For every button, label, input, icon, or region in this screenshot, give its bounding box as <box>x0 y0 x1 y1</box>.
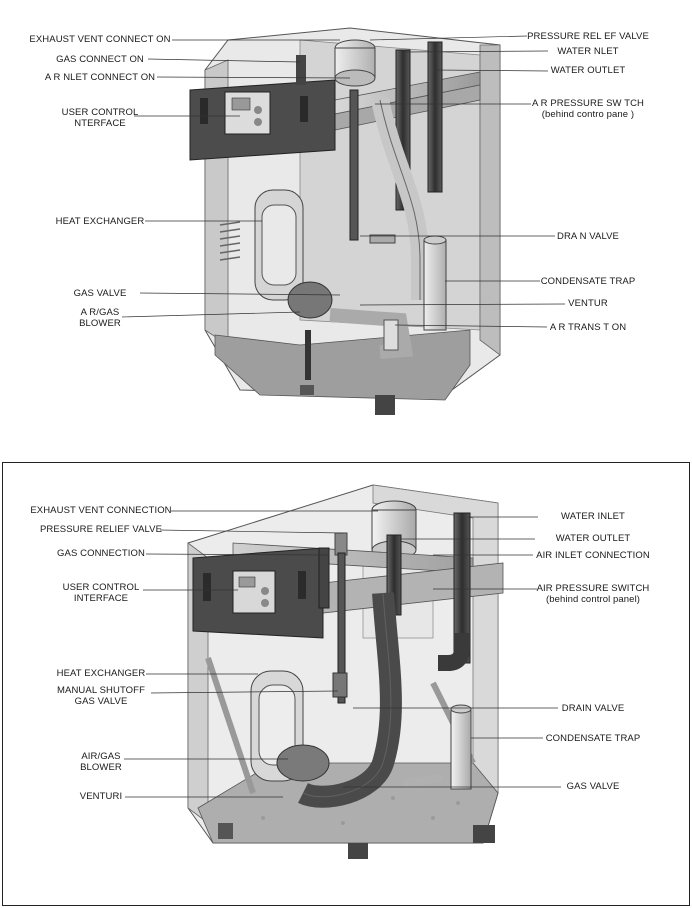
bottom-label-air-pressure-switch-line1: AIR PRESSURE SWITCH <box>536 583 650 594</box>
top-label-water-inlet: WATER NLET <box>557 46 619 57</box>
top-label-air-pressure-switch: A R PRESSURE SW TCH (behind contro pane … <box>532 98 644 120</box>
bottom-label-gas-connection: GAS CONNECTION <box>57 548 145 559</box>
bottom-label-air-gas-blower-line1: AIR/GAS <box>81 751 121 762</box>
bottom-label-water-outlet: WATER OUTLET <box>555 533 631 544</box>
top-label-air-inlet: A R NLET CONNECT ON <box>44 72 156 83</box>
top-label-water-outlet: WATER OUTLET <box>550 65 626 76</box>
top-label-user-control-line1: USER CONTROL <box>61 107 139 118</box>
bottom-leader-lines <box>124 510 561 798</box>
top-condensate-trap <box>423 235 447 331</box>
bottom-label-manual-shutoff-line1: MANUAL SHUTOFF <box>57 685 145 696</box>
top-label-air-gas-blower-line1: A R/GAS <box>80 307 120 318</box>
bottom-label-condensate-trap: CONDENSATE TRAP <box>545 733 641 744</box>
top-label-drain-valve: DRA N VALVE <box>557 231 619 242</box>
bottom-label-drain-valve: DRAIN VALVE <box>561 703 625 714</box>
bottom-label-gas-valve: GAS VALVE <box>566 781 620 792</box>
top-leader-lines <box>121 35 566 328</box>
top-label-air-transition: A R TRANS T ON <box>549 322 627 333</box>
bottom-label-manual-shutoff-line2: GAS VALVE <box>74 696 128 707</box>
top-heat-exchanger <box>254 189 304 301</box>
top-label-user-control-line2: NTERFACE <box>74 118 126 129</box>
top-label-condensate-trap: CONDENSATE TRAP <box>540 276 636 287</box>
top-label-exhaust-vent: EXHAUST VENT CONNECT ON <box>29 34 171 45</box>
top-boiler-diagram: EXHAUST VENT CONNECT ON GAS CONNECT ON A… <box>0 0 692 452</box>
top-label-air-pressure-switch-line2: (behind contro pane ) <box>541 109 635 120</box>
top-boiler-illustration <box>121 27 566 415</box>
bottom-label-air-inlet: AIR INLET CONNECTION <box>536 550 650 561</box>
bottom-label-water-inlet: WATER INLET <box>561 511 625 522</box>
bottom-boiler-diagram: EXHAUST VENT CONNECTION PRESSURE RELIEF … <box>2 462 690 906</box>
bottom-label-user-control-line1: USER CONTROL <box>62 582 140 593</box>
top-label-air-pressure-switch-line1: A R PRESSURE SW TCH <box>531 98 645 109</box>
bottom-label-air-pressure-switch-line2: (behind control panel) <box>545 594 641 605</box>
top-label-air-gas-blower-line2: BLOWER <box>79 318 121 329</box>
bottom-label-air-gas-blower-line2: BLOWER <box>80 762 122 773</box>
bottom-label-manual-shutoff: MANUAL SHUTOFF GAS VALVE <box>57 685 145 707</box>
top-label-user-control: USER CONTROL NTERFACE <box>62 107 139 129</box>
top-label-venturi: VENTUR <box>568 298 608 309</box>
bottom-label-user-control: USER CONTROL INTERFACE <box>63 582 140 604</box>
top-label-gas-connection: GAS CONNECT ON <box>56 54 144 65</box>
bottom-boiler-illustration <box>124 484 561 859</box>
bottom-label-air-gas-blower: AIR/GAS BLOWER <box>80 751 122 773</box>
bottom-label-pressure-relief: PRESSURE RELIEF VALVE <box>39 524 163 535</box>
bottom-control-panel <box>192 547 324 639</box>
bottom-label-venturi: VENTURI <box>79 791 123 802</box>
bottom-label-exhaust-vent: EXHAUST VENT CONNECTION <box>30 505 172 516</box>
bottom-label-user-control-line2: INTERFACE <box>73 593 129 604</box>
top-label-air-gas-blower: A R/GAS BLOWER <box>79 307 121 329</box>
top-label-gas-valve: GAS VALVE <box>73 288 127 299</box>
bottom-condensate-trap <box>450 704 472 790</box>
top-label-pressure-relief: PRESSURE REL EF VALVE <box>527 31 649 42</box>
top-label-heat-exchanger: HEAT EXCHANGER <box>55 216 145 227</box>
bottom-label-air-pressure-switch: AIR PRESSURE SWITCH (behind control pane… <box>537 583 650 605</box>
top-control-panel <box>189 79 336 161</box>
bottom-label-heat-exchanger: HEAT EXCHANGER <box>56 668 146 679</box>
